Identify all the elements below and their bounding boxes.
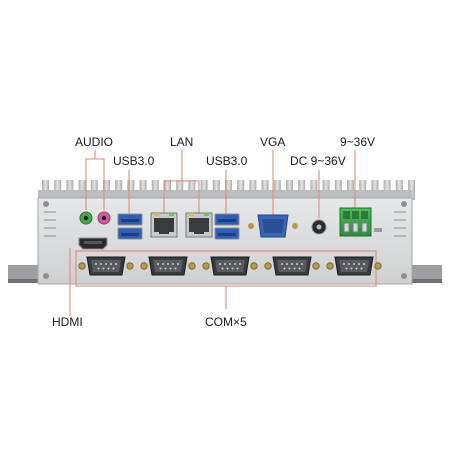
screw-icon bbox=[43, 273, 49, 279]
label-usb3-left: USB3.0 bbox=[113, 154, 155, 168]
label-lan: LAN bbox=[170, 135, 194, 149]
lan-ports bbox=[150, 212, 213, 238]
vga-port bbox=[248, 214, 298, 238]
power-terminal bbox=[339, 207, 382, 237]
com-port bbox=[202, 256, 258, 276]
com-ports bbox=[78, 256, 382, 276]
label-com: COM×5 bbox=[205, 315, 247, 329]
usb-ports-right bbox=[214, 213, 240, 240]
screw-icon bbox=[43, 201, 49, 207]
screw-icon bbox=[401, 273, 407, 279]
usb-ports-left bbox=[117, 213, 143, 240]
audio-ports bbox=[79, 211, 111, 225]
label-vga: VGA bbox=[260, 135, 286, 149]
com-port bbox=[140, 256, 196, 276]
dc-jack bbox=[311, 219, 327, 235]
screw-icon bbox=[401, 201, 407, 207]
label-power-range: 9~36V bbox=[340, 135, 376, 149]
callout-lines bbox=[69, 150, 377, 316]
label-dc: DC 9~36V bbox=[290, 154, 346, 168]
label-hdmi: HDMI bbox=[52, 315, 83, 329]
com-port bbox=[78, 256, 134, 276]
hdmi-port bbox=[78, 237, 108, 250]
side-grooves bbox=[44, 211, 406, 237]
label-audio: AUDIO bbox=[75, 135, 114, 149]
com-port bbox=[326, 256, 382, 276]
label-usb3-right: USB3.0 bbox=[206, 154, 248, 168]
com-port bbox=[264, 256, 320, 276]
